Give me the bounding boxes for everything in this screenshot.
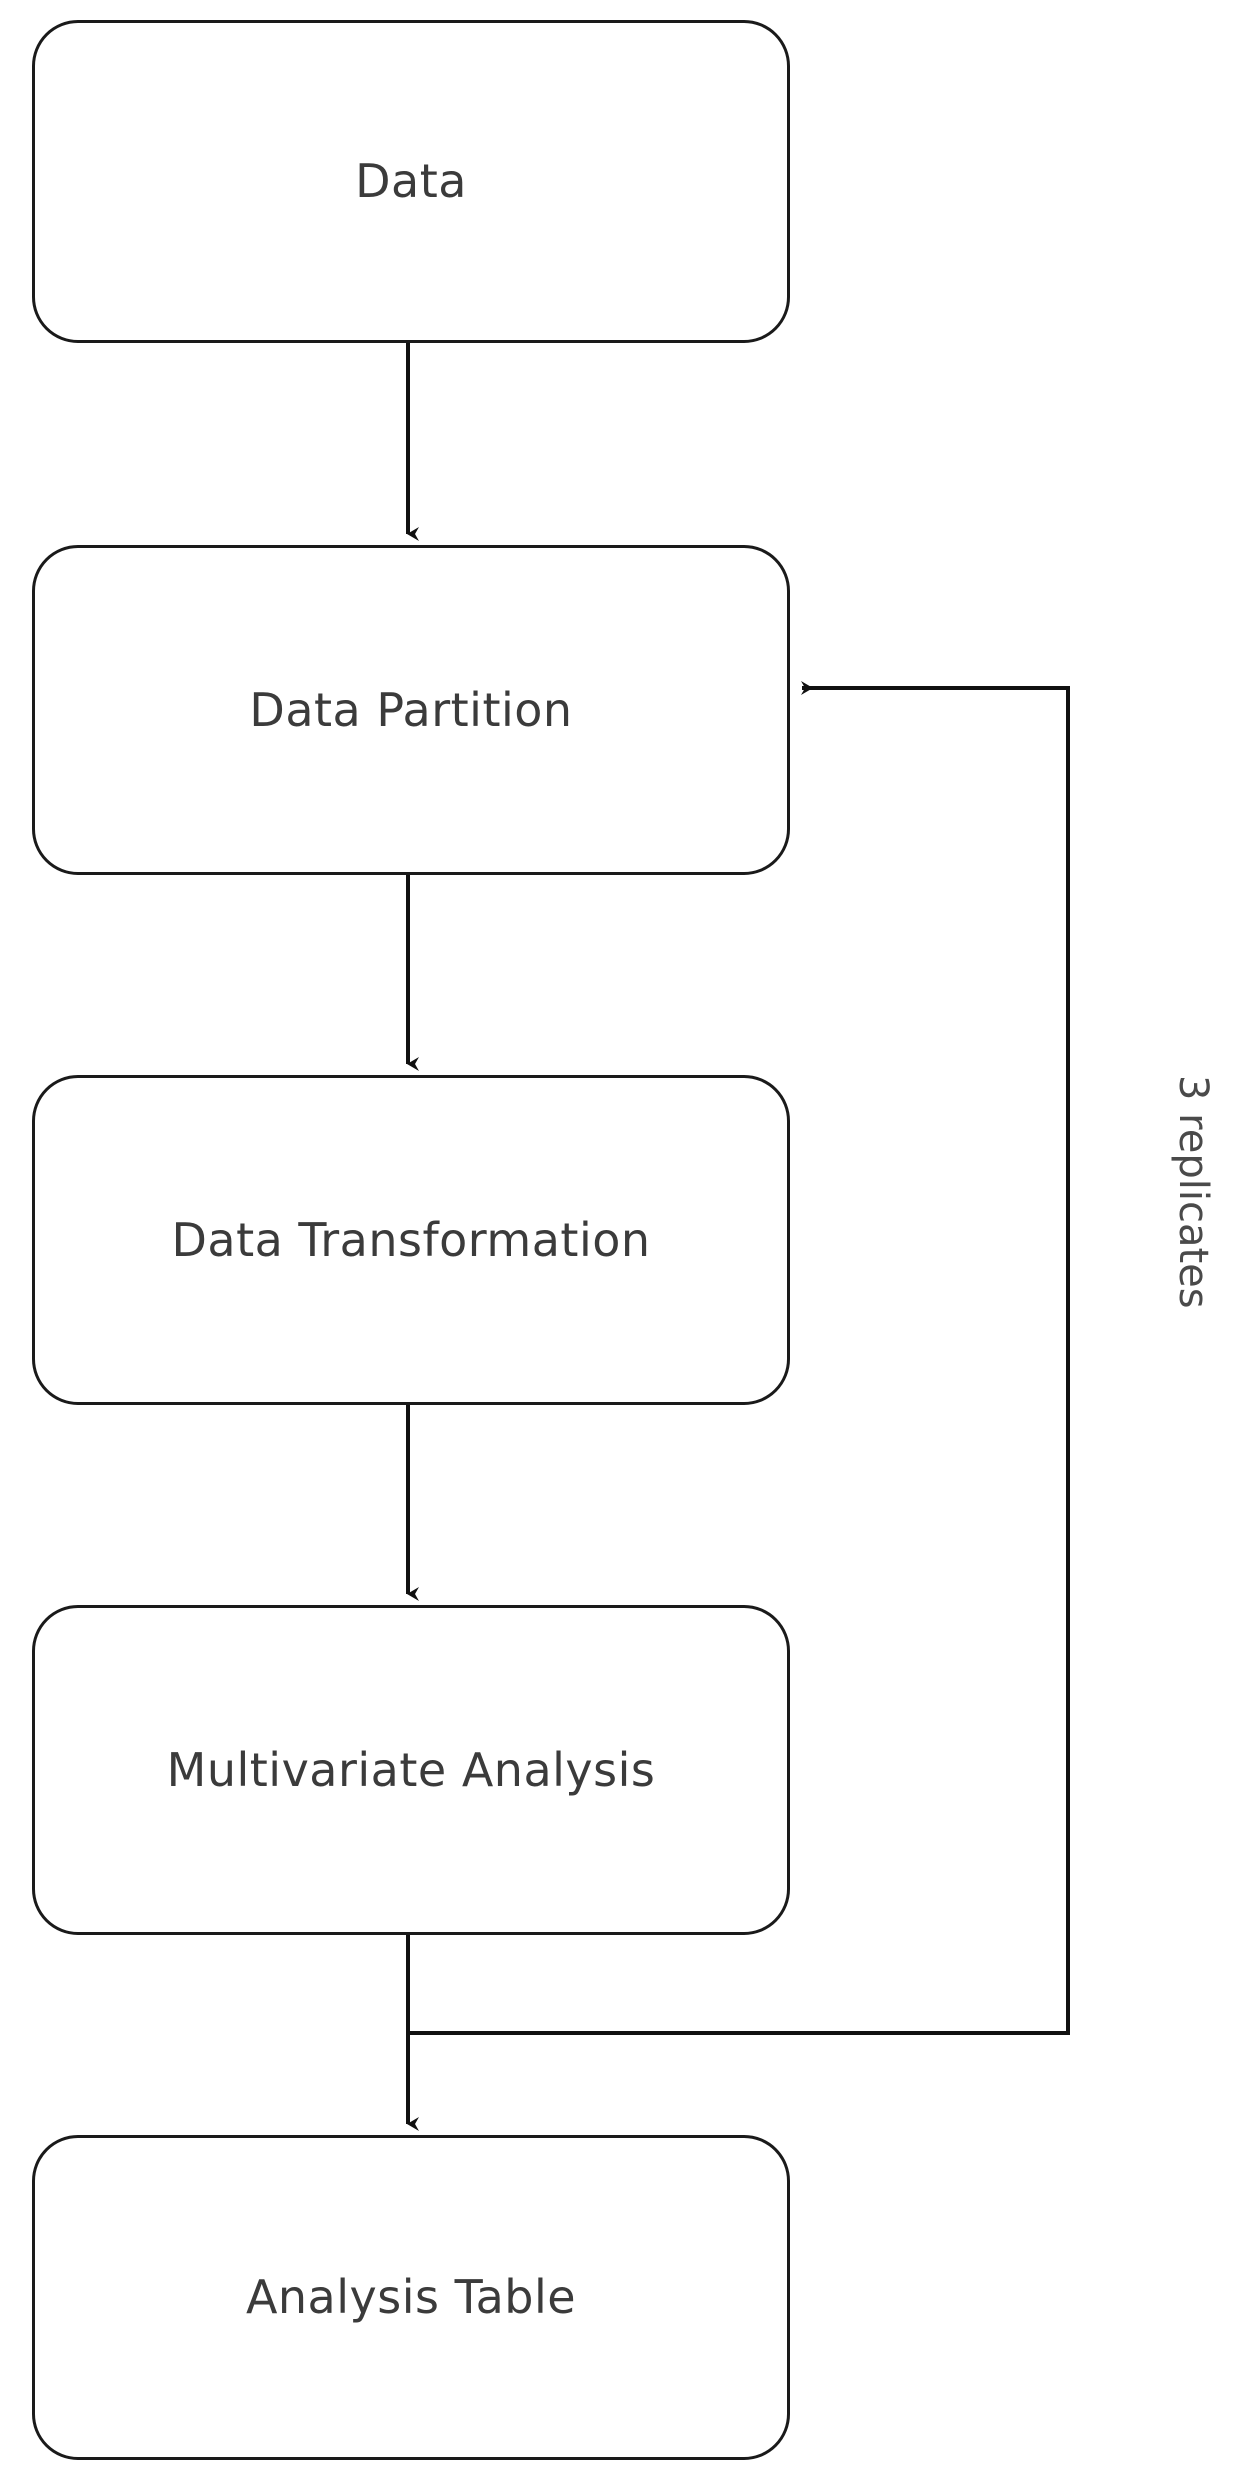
node-analysis-table-label: Analysis Table: [245, 2270, 577, 2325]
node-data[interactable]: Data: [32, 20, 790, 343]
node-multivariate-analysis-label: Multivariate Analysis: [166, 1742, 656, 1797]
edge-feedback-loop: [408, 681, 1070, 2035]
node-data-partition-label: Data Partition: [249, 682, 573, 737]
edge-label-replicates: 3 replicates: [1170, 1075, 1216, 1309]
node-analysis-table[interactable]: Analysis Table: [32, 2135, 790, 2460]
node-data-transformation[interactable]: Data Transformation: [32, 1075, 790, 1405]
node-data-label: Data: [355, 154, 467, 209]
node-multivariate-analysis[interactable]: Multivariate Analysis: [32, 1605, 790, 1935]
node-data-partition[interactable]: Data Partition: [32, 545, 790, 875]
node-data-transformation-label: Data Transformation: [171, 1212, 651, 1267]
